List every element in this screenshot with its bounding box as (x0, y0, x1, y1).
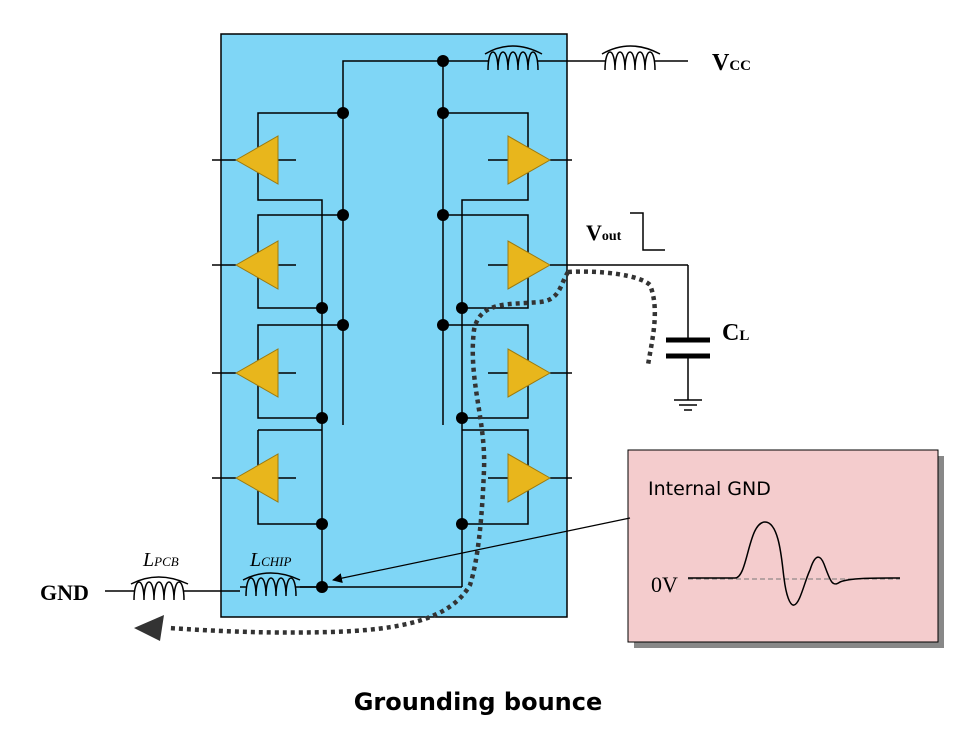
left-buffer-triangles (234, 135, 279, 503)
lpcb-label: LPCB (142, 549, 179, 571)
lpcb-inductor (105, 576, 240, 601)
inset-title: Internal GND (648, 478, 771, 500)
lchip-inductor (240, 572, 322, 597)
diagram-caption: Grounding bounce (354, 688, 603, 716)
vout-step-icon (630, 212, 665, 251)
buffer-l1 (234, 135, 279, 185)
vcc-label: VCC (712, 50, 751, 76)
buffer-r1 (507, 135, 552, 185)
output-wire (550, 264, 689, 400)
zero-volt-label: 0V (651, 572, 678, 597)
load-capacitor (666, 337, 710, 359)
internal-gnd-inset: Internal GND 0V (627, 449, 944, 648)
junction-dots (316, 55, 468, 593)
buffer-l4 (234, 453, 279, 503)
buffer-r4 (507, 453, 552, 503)
buffer-l2 (234, 240, 279, 290)
gnd-label: GND (40, 580, 89, 605)
inset-pointer-arrow (332, 517, 631, 584)
bounce-waveform (688, 521, 901, 606)
vcc-inductor-pcb (601, 45, 688, 71)
vout-label: Vout (586, 220, 622, 245)
vcc-inductor-chip (484, 45, 605, 71)
cl-label: CL (722, 320, 749, 346)
buffer-r3 (507, 348, 552, 398)
buffer-r2 (507, 240, 552, 290)
buffer-l3 (234, 348, 279, 398)
ground-symbol (674, 399, 702, 411)
ground-return-current-path (167, 270, 570, 635)
lchip-label: LCHIP (249, 549, 292, 571)
right-buffer-triangles (507, 135, 552, 503)
discharge-current-path (567, 269, 658, 366)
return-arrowhead-icon (134, 615, 164, 641)
